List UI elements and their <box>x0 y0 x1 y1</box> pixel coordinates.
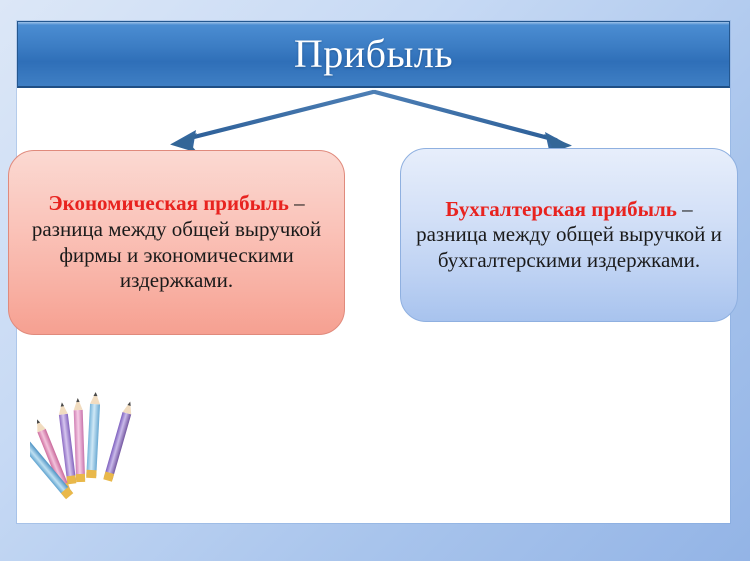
colored-pencils-image <box>30 392 132 500</box>
concept-box-accounting-profit: Бухгалтерская прибыль – разница между об… <box>400 148 738 322</box>
pencil-purple <box>58 402 77 485</box>
pencil-violet-right <box>103 401 132 482</box>
concept-text-economic-profit: Экономическая прибыль – разница между об… <box>23 191 330 293</box>
concept-definition-economic-profit: разница между общей выручкой фирмы и эко… <box>31 216 322 293</box>
concept-term-accounting-profit: Бухгалтерская прибыль <box>445 196 677 221</box>
concept-dash-accounting-profit: – <box>676 196 693 221</box>
slide-title-bar: Прибыль <box>17 21 730 88</box>
pencil-blue-front <box>30 441 74 500</box>
concept-box-economic-profit: Экономическая прибыль – разница между об… <box>8 150 345 335</box>
pencil-lightblue-tall <box>86 392 101 479</box>
concept-term-economic-profit: Экономическая прибыль <box>48 191 289 216</box>
pencil-magenta <box>73 398 86 483</box>
concept-definition-accounting-profit: разница между общей выручкой и бухгалтер… <box>416 222 722 272</box>
concept-dash-economic-profit: – <box>288 191 305 216</box>
page-title: Прибыль <box>293 31 454 76</box>
concept-text-accounting-profit: Бухгалтерская прибыль – разница между об… <box>415 197 723 274</box>
